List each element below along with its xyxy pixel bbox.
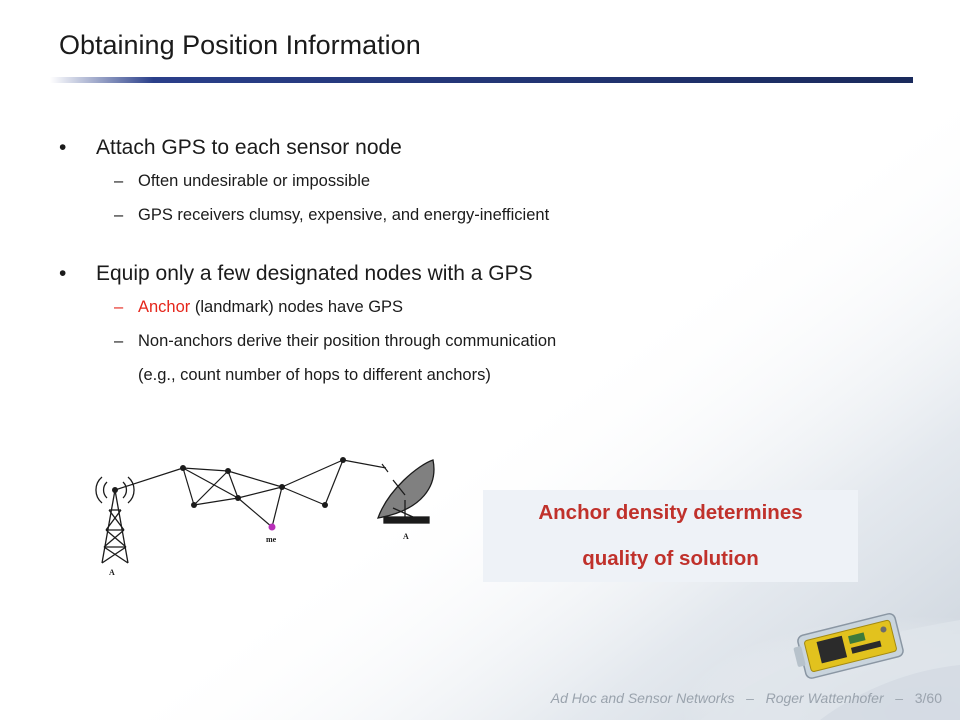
- bullet-text: Equip only a few designated nodes with a…: [96, 262, 533, 285]
- bullet-item: • Attach GPS to each sensor node: [59, 132, 899, 164]
- network-node: [112, 487, 118, 493]
- slide-footer: Ad Hoc and Sensor Networks – Roger Watte…: [551, 690, 942, 706]
- network-node: [235, 495, 241, 501]
- network-node: [191, 502, 197, 508]
- footer-author: Roger Wattenhofer: [765, 690, 884, 706]
- bullet-marker: •: [59, 136, 67, 159]
- sub-bullet-item: – Anchor (landmark) nodes have GPS: [59, 290, 899, 324]
- sub-bullet-text: GPS receivers clumsy, expensive, and ene…: [138, 206, 550, 224]
- dash-marker: –: [114, 172, 124, 190]
- slide-title: Obtaining Position Information: [59, 30, 421, 60]
- sub-bullet-text: Non-anchors derive their position throug…: [138, 332, 557, 350]
- network-node: [322, 502, 328, 508]
- footer-separator: –: [746, 690, 754, 706]
- anchor-highlight: Anchor: [138, 298, 191, 316]
- network-diagram: A A: [95, 457, 435, 577]
- callout-line-2: quality of solution: [582, 547, 759, 570]
- page-number: 3/60: [914, 690, 942, 706]
- callout-line-1: Anchor density determines: [538, 501, 803, 524]
- anchor-label: A: [109, 568, 115, 577]
- sub-bullet-text: Often undesirable or impossible: [138, 172, 371, 190]
- dash-marker: –: [114, 206, 124, 224]
- network-edges: [114, 459, 389, 528]
- radio-tower-icon: [95, 476, 135, 564]
- bullet-list: • Attach GPS to each sensor node – Often…: [59, 132, 899, 392]
- sub-bullet-text: (landmark) nodes have GPS: [190, 298, 404, 316]
- network-node: [279, 484, 285, 490]
- title-underline: [50, 77, 913, 83]
- sub-bullet-item: – Non-anchors derive their position thro…: [59, 324, 899, 358]
- me-node: [268, 523, 276, 531]
- sub-bullet-item: – Often undesirable or impossible: [59, 164, 899, 198]
- anchor-label: A: [403, 532, 409, 541]
- dash-marker: –: [114, 332, 124, 350]
- dash-marker: –: [114, 298, 124, 316]
- network-node: [225, 468, 231, 474]
- network-nodes: [112, 457, 346, 508]
- footer-course: Ad Hoc and Sensor Networks: [550, 690, 735, 706]
- footer-separator: –: [895, 690, 904, 706]
- network-node: [340, 457, 346, 463]
- sub-bullet-item: – GPS receivers clumsy, expensive, and e…: [59, 198, 899, 232]
- sensor-device-icon: [793, 613, 904, 679]
- callout-box: Anchor density determines quality of sol…: [483, 490, 858, 582]
- bullet-item: • Equip only a few designated nodes with…: [59, 258, 899, 290]
- satellite-dish-icon: [377, 459, 435, 524]
- bullet-marker: •: [59, 262, 67, 285]
- sub-bullet-continuation: (e.g., count number of hops to different…: [138, 366, 491, 384]
- network-node: [180, 465, 186, 471]
- me-label: me: [266, 535, 277, 544]
- bullet-text: Attach GPS to each sensor node: [96, 136, 402, 159]
